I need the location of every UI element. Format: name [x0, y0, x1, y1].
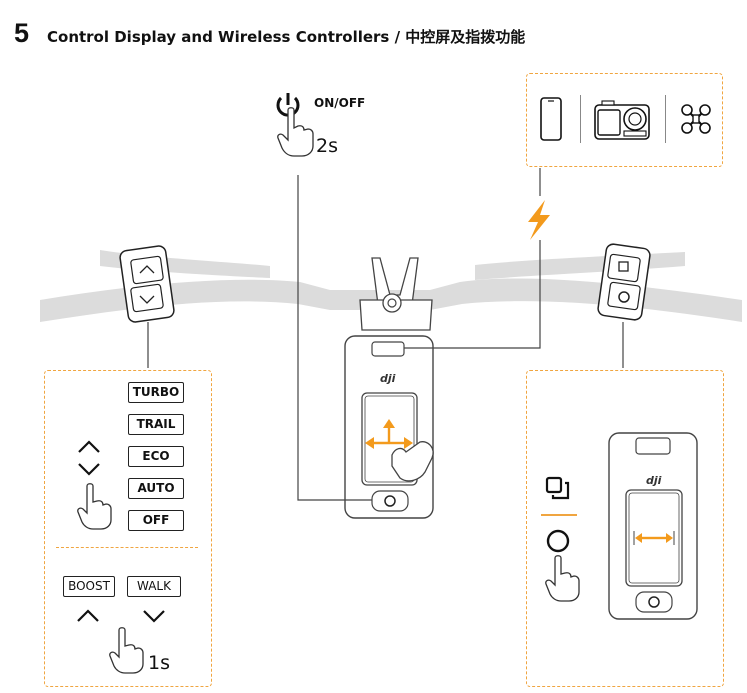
mode-trail: TRAIL — [128, 414, 184, 435]
right-divider — [541, 514, 577, 516]
section-title: Control Display and Wireless Controllers… — [47, 28, 526, 46]
right-display-illustration — [608, 432, 698, 620]
lightning-icon — [528, 200, 550, 240]
right-controller-on-bar — [597, 243, 651, 321]
handlebar-right-end — [475, 252, 685, 280]
divider-1 — [580, 95, 581, 143]
chevron-up-icon — [78, 440, 100, 453]
chevron-down-icon — [143, 610, 165, 623]
switch-screen-icon — [545, 476, 570, 500]
right-display-logo: dji — [646, 474, 662, 487]
chevron-up-icon — [77, 609, 99, 622]
camera-icon — [594, 100, 650, 140]
left-controller-on-bar — [119, 245, 175, 323]
phone-icon — [540, 97, 562, 141]
display-logo: dji — [380, 372, 396, 385]
right-controller-panel — [526, 370, 724, 687]
hand-press-icon — [109, 627, 144, 674]
chevron-down-icon — [78, 463, 100, 476]
devices-panel — [526, 73, 723, 167]
mode-turbo: TURBO — [128, 382, 184, 403]
divider-2 — [665, 95, 666, 143]
hand-press-icon — [277, 107, 314, 157]
walk-hold-time: 1s — [148, 652, 170, 674]
hand-on-display — [391, 441, 434, 482]
hand-press-icon — [545, 555, 580, 602]
mode-off: OFF — [128, 510, 184, 531]
mode-auto: AUTO — [128, 478, 184, 499]
drone-icon — [681, 104, 711, 134]
mode-eco: ECO — [128, 446, 184, 467]
boost-label: BOOST — [63, 576, 115, 597]
walk-label: WALK — [127, 576, 181, 597]
hand-press-icon — [77, 483, 112, 530]
section-number: 5 — [14, 18, 30, 48]
left-controller-panel — [44, 370, 212, 687]
circle-button-icon — [546, 529, 570, 553]
power-label: ON/OFF — [314, 96, 366, 110]
panel-divider — [56, 547, 198, 548]
power-hold-time: 2s — [316, 135, 338, 157]
